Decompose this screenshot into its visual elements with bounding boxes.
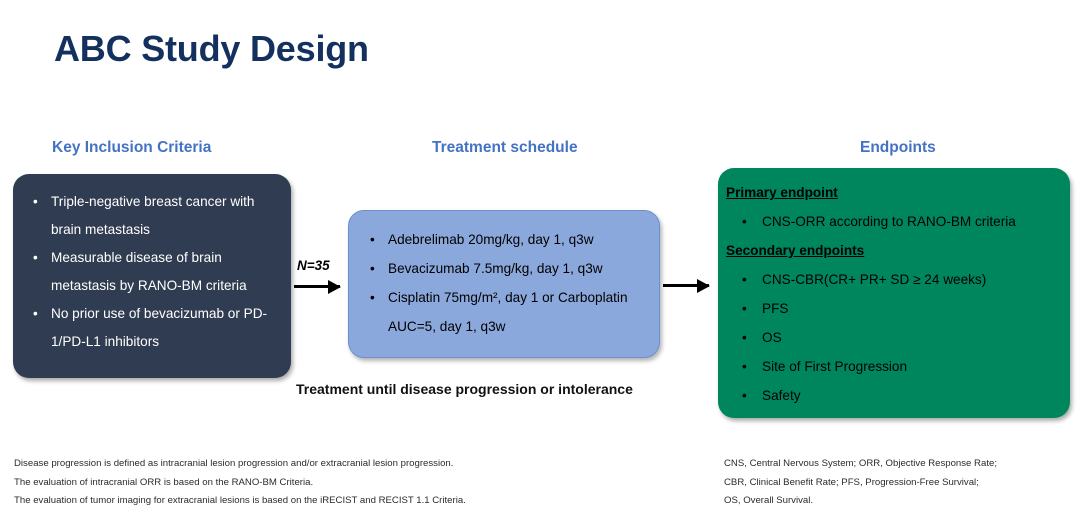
list-item: • Triple-negative breast cancer with bra… [29, 188, 281, 244]
footnote-line: CBR, Clinical Benefit Rate; PFS, Progres… [724, 476, 979, 488]
column-header-treatment: Treatment schedule [432, 139, 578, 156]
list-item-label: CNS-ORR according to RANO-BM criteria [762, 214, 1016, 229]
bullet-icon: • [742, 214, 747, 229]
endpoints-box: Primary endpoint • CNS-ORR according to … [718, 168, 1070, 418]
list-item-label: No prior use of bevacizumab or PD-1/PD-L… [51, 306, 268, 349]
arrow-head-icon [328, 279, 341, 294]
page-title: ABC Study Design [54, 28, 369, 69]
treatment-schedule-box: • Adebrelimab 20mg/kg, day 1, q3w • Beva… [348, 210, 660, 358]
inclusion-criteria-text: • Triple-negative breast cancer with bra… [29, 188, 281, 356]
secondary-endpoints-list: • CNS-CBR(CR+ PR+ SD ≥ 24 weeks) • PFS •… [726, 265, 1064, 410]
list-item: • Bevacizumab 7.5mg/kg, day 1, q3w [366, 254, 651, 283]
bullet-icon: • [33, 250, 38, 265]
bullet-icon: • [370, 261, 375, 276]
list-item-label: Adebrelimab 20mg/kg, day 1, q3w [388, 232, 594, 247]
arrow-treatment-to-endpoints [663, 278, 710, 293]
bullet-icon: • [742, 359, 747, 374]
list-item: • Safety [726, 381, 1064, 410]
list-item-label: OS [762, 330, 782, 345]
list-item-label: CNS-CBR(CR+ PR+ SD ≥ 24 weeks) [762, 272, 987, 287]
footnote-left: Disease progression is defined as intrac… [14, 455, 466, 511]
endpoints-text: Primary endpoint • CNS-ORR according to … [726, 178, 1064, 410]
list-item-label: PFS [762, 301, 789, 316]
inclusion-criteria-list: • Triple-negative breast cancer with bra… [29, 188, 281, 356]
list-item-label: Bevacizumab 7.5mg/kg, day 1, q3w [388, 261, 603, 276]
bullet-icon: • [742, 388, 747, 403]
footnote-line: The evaluation of intracranial ORR is ba… [14, 476, 314, 488]
footnote-line: Disease progression is defined as intrac… [14, 458, 454, 469]
treatment-schedule-text: • Adebrelimab 20mg/kg, day 1, q3w • Beva… [366, 225, 651, 341]
list-item: • Cisplatin 75mg/m², day 1 or Carboplati… [366, 283, 651, 341]
list-item: • CNS-ORR according to RANO-BM criteria [726, 207, 1064, 236]
bullet-icon: • [742, 272, 747, 287]
list-item-label: Site of First Progression [762, 359, 908, 374]
bullet-icon: • [370, 290, 375, 305]
list-item-label: Triple-negative breast cancer with brain… [51, 194, 255, 237]
footnote-line: CNS, Central Nervous System; ORR, Object… [724, 458, 997, 469]
bullet-icon: • [33, 194, 38, 209]
bullet-icon: • [33, 306, 38, 321]
bullet-icon: • [370, 232, 375, 247]
list-item: • Site of First Progression [726, 352, 1064, 381]
list-item: • Adebrelimab 20mg/kg, day 1, q3w [366, 225, 651, 254]
list-item-label: Safety [762, 388, 801, 403]
list-item: • Measurable disease of brain metastasis… [29, 244, 281, 300]
column-header-endpoints: Endpoints [860, 139, 936, 156]
primary-endpoint-list: • CNS-ORR according to RANO-BM criteria [726, 207, 1064, 236]
list-item: • OS [726, 323, 1064, 352]
bullet-icon: • [742, 301, 747, 316]
bullet-icon: • [742, 330, 747, 345]
list-item: • CNS-CBR(CR+ PR+ SD ≥ 24 weeks) [726, 265, 1064, 294]
arrow-inclusion-to-treatment [294, 279, 341, 294]
footnote-line: The evaluation of tumor imaging for extr… [14, 495, 466, 506]
secondary-endpoints-heading: Secondary endpoints [726, 243, 865, 258]
list-item: • PFS [726, 294, 1064, 323]
treatment-caption: Treatment until disease progression or i… [296, 381, 633, 397]
list-item-label: Cisplatin 75mg/m², day 1 or Carboplatin … [388, 290, 628, 334]
arrow-head-icon [697, 278, 710, 293]
inclusion-criteria-box: • Triple-negative breast cancer with bra… [13, 174, 291, 378]
list-item: • No prior use of bevacizumab or PD-1/PD… [29, 300, 281, 356]
footnote-line: OS, Overall Survival. [724, 495, 814, 506]
treatment-schedule-list: • Adebrelimab 20mg/kg, day 1, q3w • Beva… [366, 225, 651, 341]
enrollment-label: N=35 [297, 258, 330, 273]
column-header-inclusion: Key Inclusion Criteria [52, 139, 212, 156]
footnote-right: CNS, Central Nervous System; ORR, Object… [724, 455, 997, 511]
list-item-label: Measurable disease of brain metastasis b… [51, 250, 247, 293]
primary-endpoint-heading: Primary endpoint [726, 185, 838, 200]
